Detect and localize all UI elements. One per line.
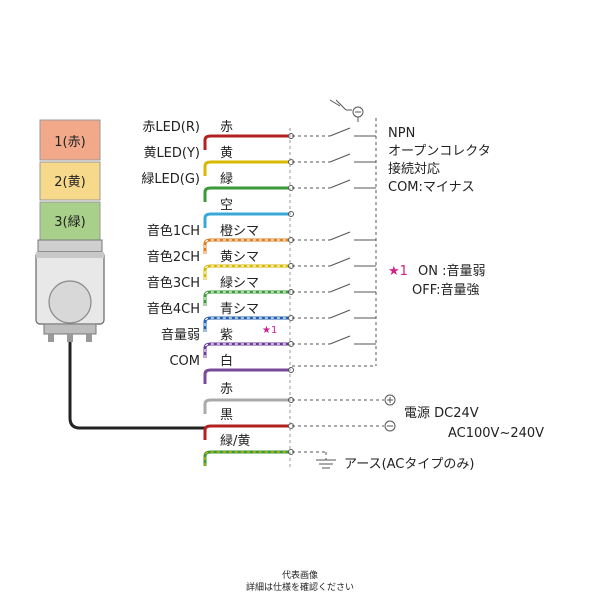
volume-note-on: ON :音量弱 [418,263,485,279]
power-wire-labels: 赤 黒 緑/黄 [220,382,250,449]
tower-body-top [36,252,104,258]
tower-tier-red [39,119,101,161]
power-wire-stripe [204,451,290,466]
signal-wire-stripe [204,265,290,280]
npn-note-line: COM:マイナス [388,180,475,195]
signal-wire-stripe [204,343,290,358]
tower-tier-1-label: 1(赤) [54,135,85,150]
switch-contact [329,179,351,189]
wire-label: 緑 [220,172,233,187]
switch-group [292,127,376,345]
switch-symbol [329,99,341,107]
signal-label: 音量弱 [161,327,200,343]
switch-contact [329,153,351,163]
signal-label: 緑LED(G) [141,172,200,187]
terminal-dot [288,211,294,217]
power-wire [203,424,290,440]
wire-label: 緑シマ [220,276,259,291]
power-wire [203,398,290,414]
buzzer-speaker [48,280,92,324]
signal-wire-stripe [204,239,290,254]
npn-note-line: 接続対応 [388,161,440,177]
switch-symbol [335,99,347,111]
signal-wire [203,342,290,358]
tower-tier-3-label: 3(緑) [54,215,85,230]
signal-wire [203,186,290,202]
switch-contact [329,283,351,293]
signal-wires [203,133,294,384]
signal-label: COM [169,354,200,369]
signal-label: 音色1CH [147,223,200,239]
npn-switch-network [292,99,377,367]
earth-label: アース(ACタイプのみ) [344,457,474,472]
switch-contact [329,231,351,241]
npn-note: NPN オープンコレクタ 接続対応 COM:マイナス [388,126,491,195]
signal-label: 音色2CH [147,249,200,265]
wire-label: 紫 [220,328,233,343]
tower-collar [37,239,103,253]
wire-labels: 赤 黄 緑 空 橙シマ 黄シマ 緑シマ 青シマ 紫 白 ★1 [220,120,277,369]
caption-line: 詳細は仕様を確認ください [246,581,354,593]
signal-label: 音色3CH [147,275,200,291]
caption-line: 代表画像 [282,569,318,581]
signal-label: 赤LED(R) [142,120,200,135]
signal-wire [203,368,290,384]
signal-labels: 赤LED(R) 黄LED(Y) 緑LED(G) 音色1CH 音色2CH 音色3C… [141,120,200,369]
power-wire-label: 赤 [220,382,233,397]
power-wires [203,397,294,466]
wire-label: 空 [220,198,233,213]
signal-wire-stripe [204,317,290,332]
tower-tier-yellow [39,161,101,201]
power-wire [203,450,290,466]
tower-tier-green [39,201,101,241]
signal-wire [203,134,290,150]
volume-note: ★1 ON :音量弱 OFF:音量強 [388,263,485,298]
signal-tower: 1(赤) 2(黄) 3(緑) [35,119,105,342]
tower-tier-2-label: 2(黄) [54,175,85,190]
power-title: 電源 DC24V [404,406,479,421]
switch-contact [329,127,351,137]
wire-label: 橙シマ [220,224,259,239]
tower-foot [86,334,92,342]
switch-contact [329,309,351,319]
plus-terminal-icon [384,394,396,406]
npn-note-line: NPN [388,126,415,141]
volume-note-off: OFF:音量強 [412,282,480,298]
volume-note-star: ★1 [388,264,408,279]
tower-foot [48,334,54,342]
signal-wire [203,212,290,228]
star-mark: ★1 [262,325,277,336]
power-note: 電源 DC24V AC100V~240V アース(ACタイプのみ) [344,406,544,472]
tower-foot [67,334,73,342]
power-wire-label: 黒 [220,408,233,423]
wire-label: 白 [220,353,233,369]
switch-contact [329,257,351,267]
wire-label: 青シマ [220,302,259,317]
wire-label: 黄 [220,146,233,161]
minus-terminal-icon [384,420,396,432]
main-cable [68,342,205,430]
signal-label: 音色4CH [147,301,200,317]
switch-contact [329,335,351,345]
npn-note-line: オープンコレクタ [388,144,491,159]
wire-label: 黄シマ [220,250,259,265]
power-wire-label: 緑/黄 [220,434,250,449]
signal-label: 黄LED(Y) [143,146,200,161]
terminal-dot [288,367,294,373]
power-ac: AC100V~240V [448,426,544,441]
signal-wire [203,160,290,176]
tower-base [43,323,97,335]
power-connections [292,394,396,469]
wire-label: 赤 [220,120,233,135]
signal-wire-stripe [204,291,290,306]
